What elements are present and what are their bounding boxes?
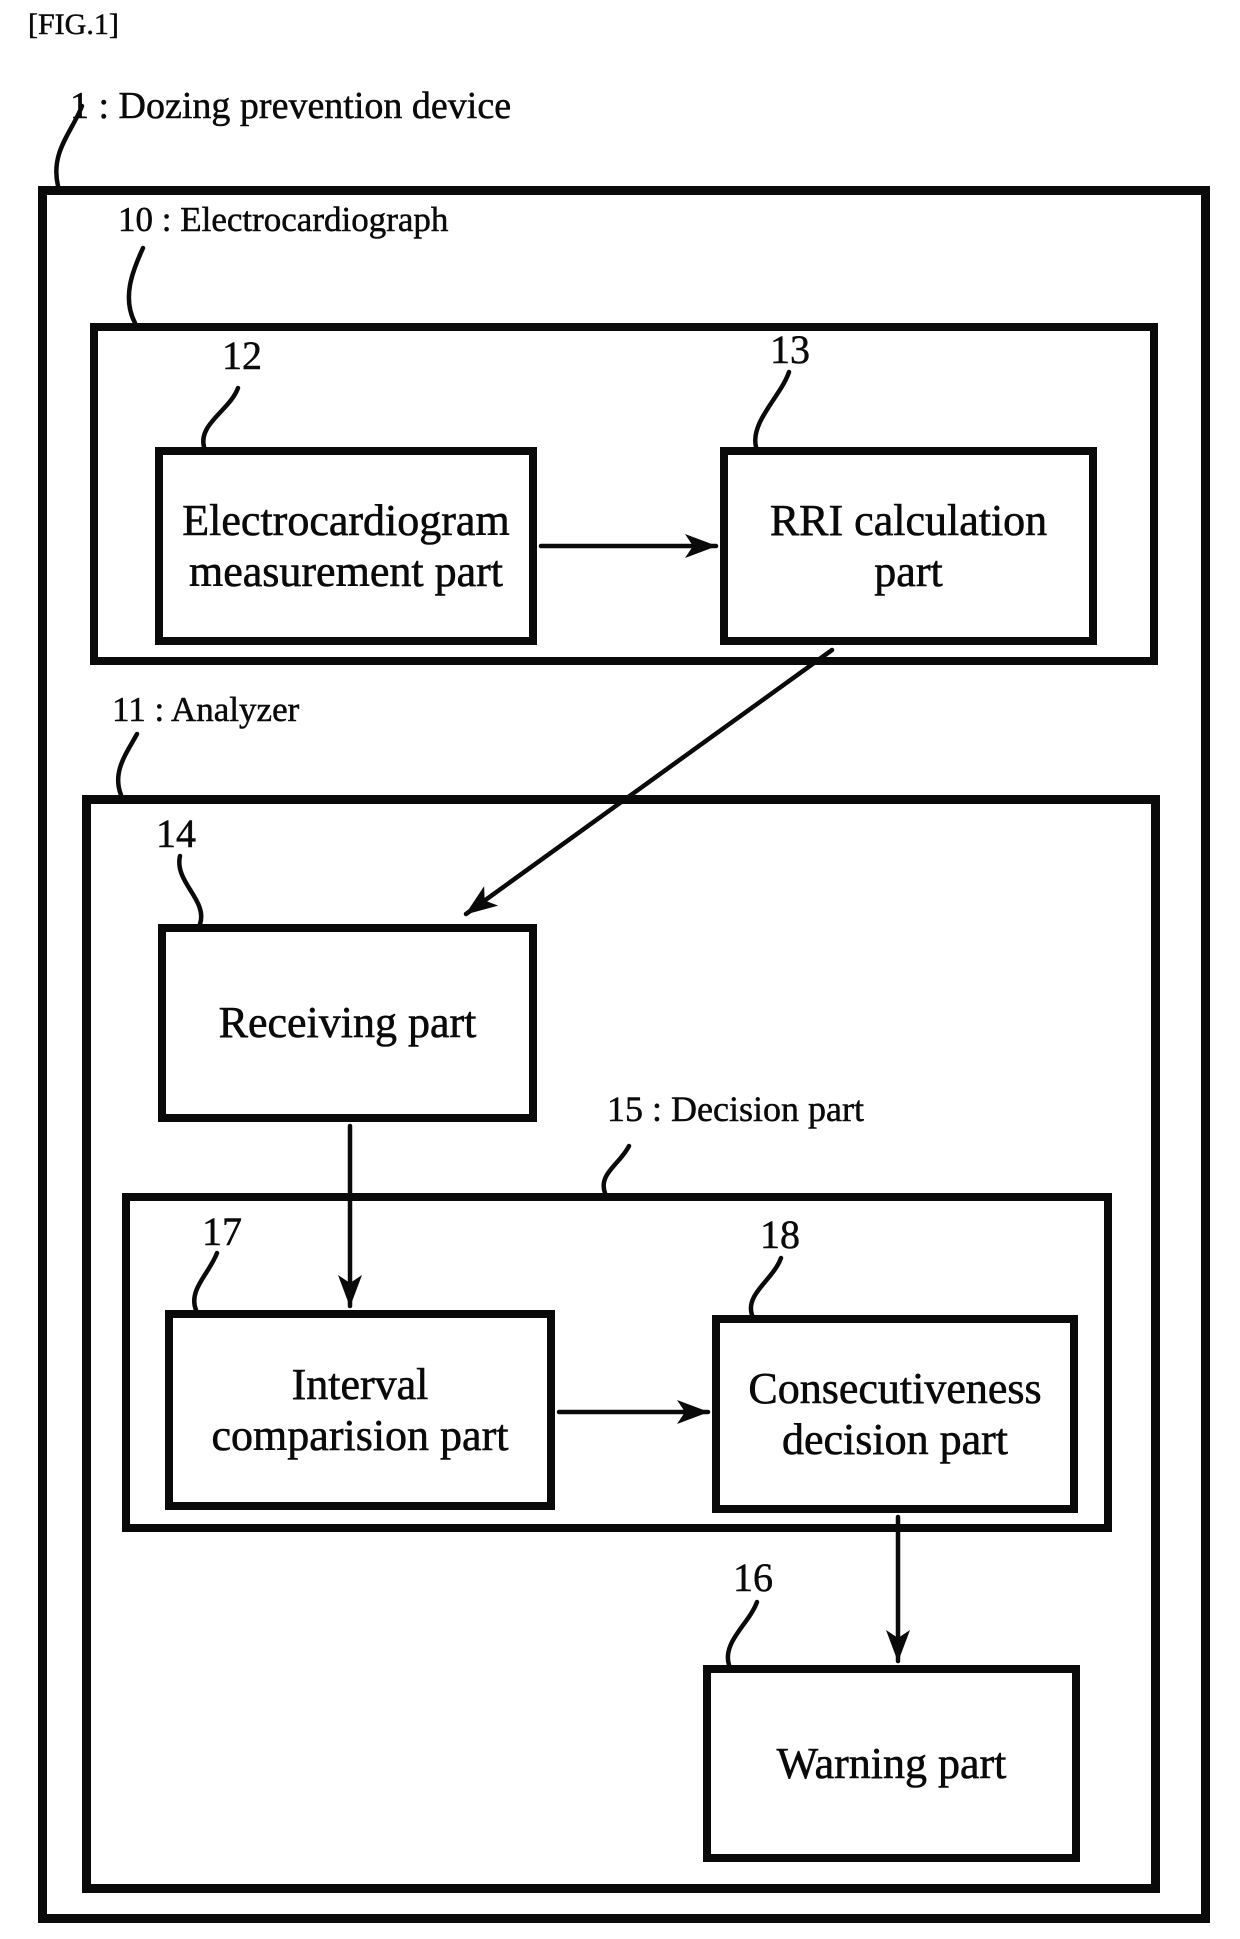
analyzer-label: 11 : Analyzer: [112, 690, 300, 730]
interval-comparison-part-box: Interval comparision part: [165, 1310, 555, 1510]
ref-14-label: 14: [156, 811, 197, 857]
electrocardiogram-measurement-part-text: Electrocardiogram measurement part: [182, 495, 510, 597]
consecutiveness-decision-part-box: Consecutiveness decision part: [712, 1315, 1078, 1513]
ref-13-label: 13: [770, 327, 811, 373]
warning-part-text: Warning part: [776, 1738, 1007, 1789]
receiving-part-text: Receiving part: [218, 998, 477, 1048]
receiving-part-box: Receiving part: [158, 924, 537, 1122]
dozing-prevention-device-box: [38, 186, 1210, 1923]
electrocardiograph-label: 10 : Electrocardiograph: [118, 200, 449, 240]
decision-part-label: 15 : Decision part: [607, 1089, 864, 1130]
figure-title: 1 : Dozing prevention device: [70, 85, 512, 128]
interval-comparison-part-text: Interval comparision part: [211, 1359, 509, 1461]
decision-part-box: [122, 1193, 1112, 1532]
rri-calculation-part-text: RRI calculation part: [769, 495, 1048, 597]
electrocardiogram-measurement-part-box: Electrocardiogram measurement part: [155, 447, 537, 645]
consecutiveness-decision-part-text: Consecutiveness decision part: [748, 1363, 1042, 1465]
ref-18-label: 18: [760, 1212, 801, 1258]
ref-12-label: 12: [222, 333, 263, 379]
ref-17-label: 17: [202, 1209, 243, 1255]
rri-calculation-part-box: RRI calculation part: [720, 447, 1097, 645]
figure-tag: [FIG.1]: [28, 8, 119, 42]
warning-part-box: Warning part: [703, 1665, 1080, 1862]
ref-16-label: 16: [733, 1555, 774, 1601]
